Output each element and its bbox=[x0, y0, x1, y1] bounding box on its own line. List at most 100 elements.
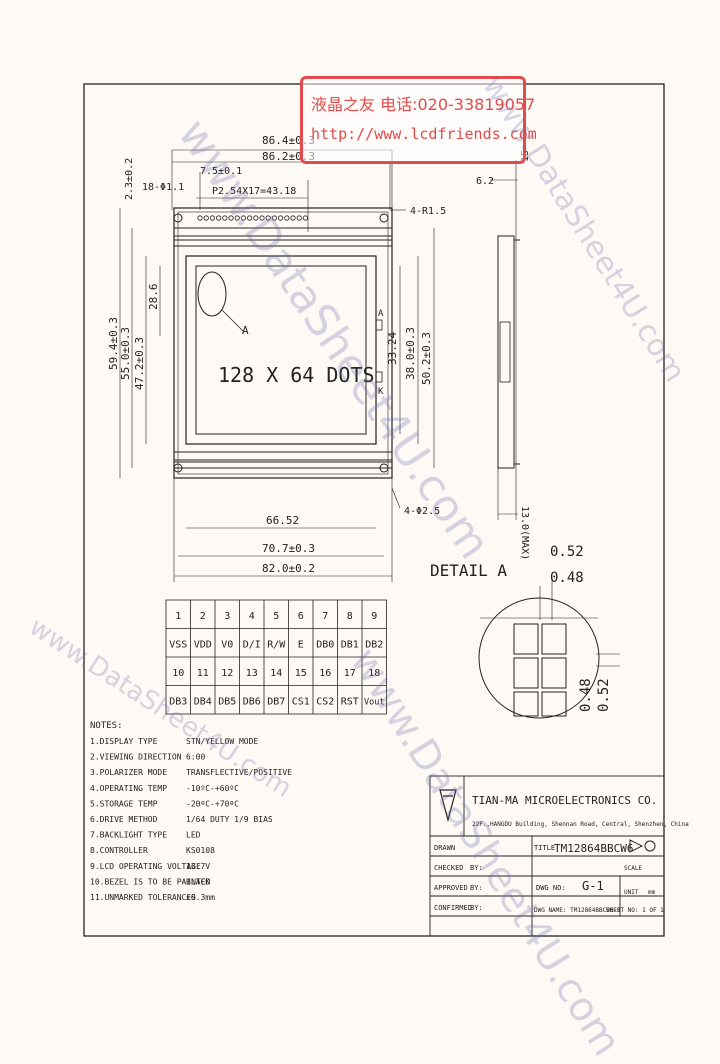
pin-hole bbox=[265, 215, 271, 221]
note-key: 7.BACKLIGHT TYPE bbox=[90, 831, 167, 840]
dim-13-max: 13.0(MAX) bbox=[519, 506, 530, 560]
tb-approved: APPROVED bbox=[434, 884, 468, 892]
pin-hole bbox=[240, 215, 246, 221]
detail-circle bbox=[478, 597, 600, 719]
note-value: TRANSFLECTIVE/POSITIVE bbox=[186, 768, 292, 777]
pin-hole bbox=[271, 215, 277, 221]
note-key: 2.VIEWING DIRECTION bbox=[90, 753, 182, 762]
pin-cell: 18 bbox=[368, 668, 380, 679]
tb-unit-value: mm bbox=[648, 889, 656, 896]
dim-38-0: 38.0±0.3 bbox=[404, 327, 417, 380]
note-value: 13.7V bbox=[186, 862, 210, 871]
pcb-inner bbox=[177, 211, 389, 475]
bezel bbox=[185, 255, 377, 445]
pixel-cell bbox=[513, 623, 539, 655]
tb-checked-by: BY: bbox=[470, 864, 483, 872]
pin-cell: DB1 bbox=[341, 640, 359, 651]
pin-cell: 11 bbox=[197, 668, 209, 679]
projection-symbol bbox=[644, 840, 656, 852]
pin-cell: D/I bbox=[243, 640, 261, 651]
pin-cell: 13 bbox=[246, 668, 258, 679]
bottom-rail-2 bbox=[173, 461, 393, 469]
title-block bbox=[429, 775, 665, 937]
pin-hole bbox=[277, 215, 284, 221]
detail-d3: 0.48 bbox=[578, 678, 594, 712]
dim-50-2: 50.2±0.3 bbox=[420, 332, 433, 385]
dim-18-holes: 18-Φ1.1 bbox=[142, 182, 184, 193]
detail-a-leader bbox=[221, 309, 245, 333]
dim-hole-25: 4-Φ2.5 bbox=[404, 506, 440, 517]
pin-cell: DB5 bbox=[218, 697, 236, 708]
pin-cell: 10 bbox=[172, 668, 184, 679]
pin-cell: VSS bbox=[169, 640, 187, 651]
note-key: 9.LCD OPERATING VOLTAGE bbox=[90, 862, 201, 871]
labels: 86.4±0.3 86.2±0.3 7.5±0.1 18-Φ1.1 P2.54X… bbox=[90, 134, 689, 914]
tb-title-label: TITLE bbox=[534, 844, 555, 852]
note-value: KS0108 bbox=[186, 846, 215, 855]
label-a: A bbox=[242, 324, 249, 337]
pin-hole bbox=[247, 215, 253, 221]
pin-hole bbox=[228, 215, 234, 221]
tb-dwg-no-label: DWG NO: bbox=[536, 884, 566, 892]
pin-cell: E bbox=[298, 640, 304, 651]
tb-scale: SCALE bbox=[624, 865, 642, 872]
stamp-url[interactable]: http://www.lcdfriends.com bbox=[311, 125, 537, 143]
top-rail-2 bbox=[173, 239, 393, 247]
pin-cell: 3 bbox=[224, 611, 230, 622]
dim-55-0: 55.0±0.3 bbox=[119, 327, 132, 380]
tb-unit: UNIT bbox=[624, 889, 639, 896]
pin-hole bbox=[234, 215, 240, 221]
pin-cell: V0 bbox=[221, 640, 233, 651]
pixel-cell bbox=[541, 691, 567, 717]
notes-title: NOTES: bbox=[90, 721, 123, 731]
tb-dwg-name: DWG NAME: TM12864BBCW6-1 bbox=[534, 907, 621, 914]
red-contact-stamp: 液晶之友 电话:020-33819057 http://www.lcdfrien… bbox=[300, 76, 537, 164]
backlight-pad-k bbox=[375, 371, 383, 383]
pin-hole bbox=[209, 215, 215, 221]
mount-hole-tl bbox=[173, 213, 183, 223]
mount-hole-tr bbox=[379, 213, 389, 223]
pin-cell: DB6 bbox=[243, 697, 261, 708]
company-address: 22F.,HANGDU Building, Shennan Road, Cent… bbox=[472, 821, 689, 828]
pin-hole bbox=[203, 215, 209, 221]
tb-checked: CHECKED bbox=[434, 864, 464, 872]
dim-59-4: 59.4±0.3 bbox=[107, 317, 120, 370]
pin-cell: 16 bbox=[319, 668, 331, 679]
pin-cell: 12 bbox=[221, 668, 233, 679]
note-value: STN/YELLOW MODE bbox=[186, 737, 258, 746]
backlight-pad-a bbox=[375, 319, 383, 331]
note-value: -20ºC-+70ºC bbox=[186, 799, 239, 808]
note-value: BLACK bbox=[186, 877, 210, 886]
pin-cell: 4 bbox=[249, 611, 255, 622]
mount-hole-br bbox=[379, 463, 389, 473]
pin-cell: CS2 bbox=[316, 697, 334, 708]
tb-dwg-no-value: G-1 bbox=[582, 879, 604, 893]
pin-cell: DB7 bbox=[267, 697, 285, 708]
pcb-outline bbox=[173, 207, 393, 479]
top-rail bbox=[173, 227, 393, 237]
pixel-cell bbox=[541, 623, 567, 655]
pin-cell: 17 bbox=[344, 668, 356, 679]
pin-hole bbox=[197, 215, 203, 221]
dim-r15: 4-R1.5 bbox=[410, 206, 446, 217]
pin-cell: Vout bbox=[364, 698, 384, 708]
pin-cell: VDD bbox=[194, 640, 212, 651]
note-value: 1/64 DUTY 1/9 BIAS bbox=[186, 815, 273, 824]
pin-cell: 9 bbox=[371, 611, 377, 622]
note-key: 4.OPERATING TEMP bbox=[90, 784, 167, 793]
tb-sheet: SHEET NO: 1 OF 1 bbox=[606, 907, 664, 914]
tb-drawn: DRAWN bbox=[434, 844, 455, 852]
display-text: 128 X 64 DOTS bbox=[218, 363, 375, 387]
pin-cell: DB4 bbox=[194, 697, 212, 708]
detail-a-view bbox=[478, 578, 620, 719]
pixel-cell bbox=[541, 657, 567, 689]
dim-47-2: 47.2±0.3 bbox=[133, 337, 146, 390]
dim-66-52: 66.52 bbox=[266, 514, 299, 527]
pin-hole bbox=[216, 215, 222, 221]
pixel-cell bbox=[513, 691, 539, 717]
pin-hole bbox=[290, 215, 296, 221]
pin-label-a: A bbox=[378, 309, 384, 319]
company-name: TIAN-MA MICROELECTRONICS CO. bbox=[472, 794, 657, 807]
